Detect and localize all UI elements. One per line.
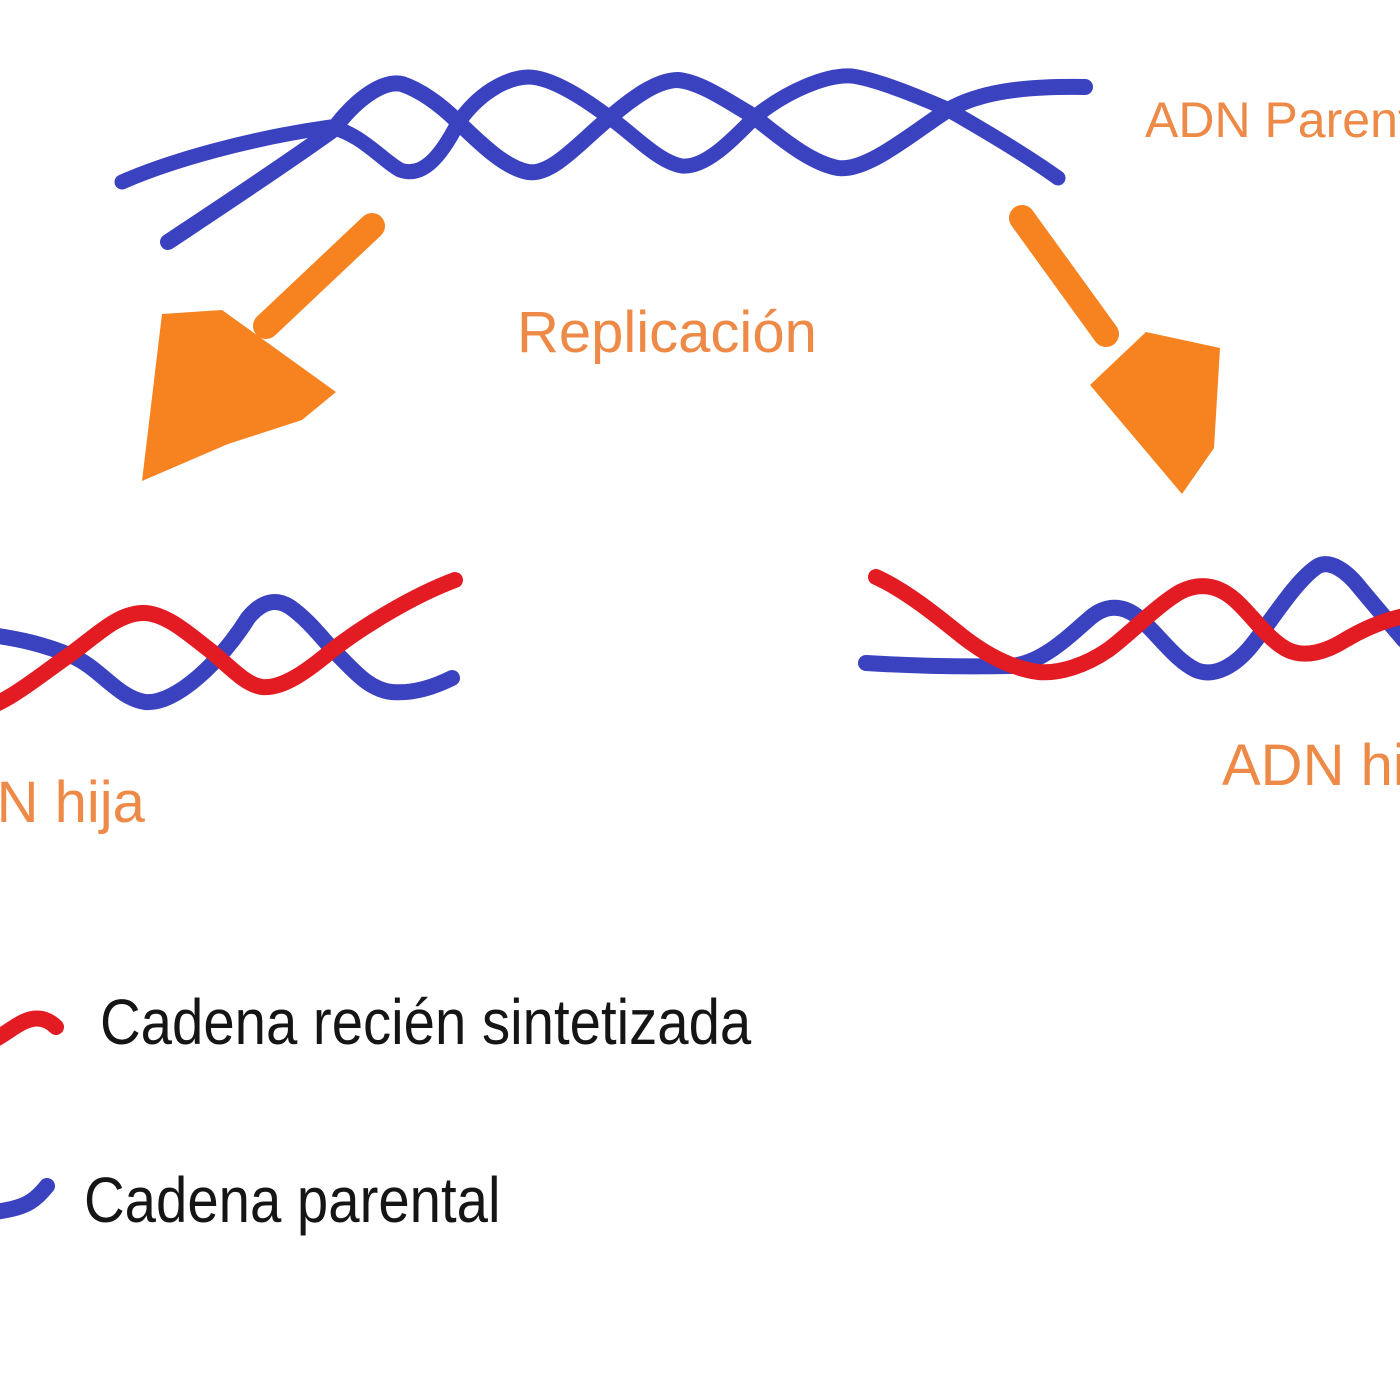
parental-helix-strand-b bbox=[114, 68, 1066, 190]
parental-dna-label: ADN Parental bbox=[1145, 92, 1400, 148]
arrow-left-head bbox=[142, 310, 336, 481]
daughter-helix-right bbox=[858, 556, 1400, 681]
daughter-dna-left-label: ADN hija bbox=[0, 770, 145, 835]
daughter-left-new-strand bbox=[0, 572, 463, 711]
arrow-right bbox=[1009, 205, 1220, 494]
legend-marker-parental-strand-icon bbox=[0, 1178, 55, 1220]
replication-label: Replicación bbox=[517, 300, 817, 365]
daughter-helix-left bbox=[0, 572, 463, 711]
daughter-right-new-strand bbox=[868, 569, 1400, 681]
legend-label-parental-strand: Cadena parental bbox=[84, 1164, 501, 1236]
parental-helix bbox=[114, 68, 1093, 250]
arrow-right-head bbox=[1090, 332, 1220, 494]
arrow-left-shaft bbox=[253, 213, 385, 339]
arrow-right-shaft bbox=[1009, 205, 1119, 347]
arrow-left bbox=[142, 213, 385, 481]
legend-marker-new-strand-icon bbox=[0, 1010, 64, 1046]
daughter-dna-right-label: ADN hija bbox=[1222, 733, 1400, 798]
legend-label-new-strand: Cadena recién sintetizada bbox=[100, 986, 752, 1058]
